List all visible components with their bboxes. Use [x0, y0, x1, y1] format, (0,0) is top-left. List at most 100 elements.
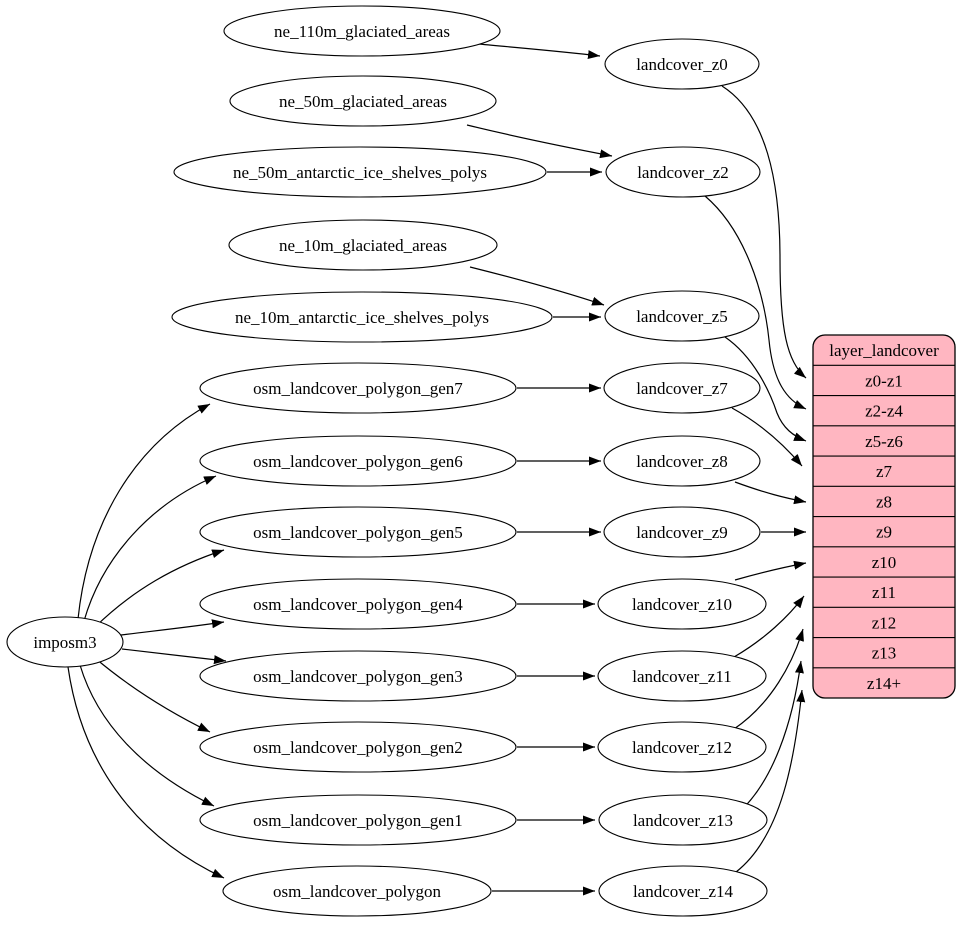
node-ne-50m-antarctic-ice-shelves-polys: ne_50m_antarctic_ice_shelves_polys [173, 146, 547, 198]
node-label: landcover_z5 [636, 307, 728, 326]
node-shape [199, 650, 517, 702]
node-label: imposm3 [33, 633, 96, 652]
node-landcover-z8: landcover_z8 [603, 435, 761, 487]
edge-ne50m-glaciated-to-z2 [466, 124, 613, 159]
node-shape [598, 865, 768, 917]
node-shape [199, 794, 517, 846]
node-shape [603, 435, 761, 487]
node-label: landcover_z8 [636, 452, 728, 471]
node-label: osm_landcover_polygon_gen2 [253, 738, 463, 757]
node-shape [199, 362, 517, 414]
node-shape [598, 794, 768, 846]
record-node-layer-landcover: layer_landcover z0-z1 z2-z4 z5-z6 z7 z8 … [812, 334, 956, 699]
node-osm-landcover-polygon-gen5: osm_landcover_polygon_gen5 [199, 506, 517, 558]
node-landcover-z2: landcover_z2 [605, 146, 761, 198]
node-shape [223, 5, 501, 57]
node-landcover-z7: landcover_z7 [603, 362, 761, 414]
node-landcover-z0: landcover_z0 [604, 38, 760, 90]
node-landcover-z13: landcover_z13 [598, 794, 768, 846]
node-label: osm_landcover_polygon_gen6 [253, 452, 463, 471]
node-shape [604, 290, 760, 342]
record-row-label: z9 [876, 523, 892, 542]
edge-group [67, 43, 807, 896]
edge-z11-to-row-z11 [733, 595, 805, 658]
node-shape [171, 291, 553, 343]
node-label: landcover_z2 [637, 163, 729, 182]
node-label: osm_landcover_polygon_gen1 [253, 811, 463, 830]
node-osm-landcover-polygon-gen1: osm_landcover_polygon_gen1 [199, 794, 517, 846]
node-label: landcover_z13 [633, 811, 733, 830]
edge-imposm3-to-gen3 [121, 648, 227, 665]
edge-z13-to-row-z13 [736, 660, 804, 815]
node-imposm3-shape [6, 616, 124, 668]
node-ne-10m-glaciated-areas: ne_10m_glaciated_areas [228, 219, 498, 271]
node-ne-10m-antarctic-ice-shelves-polys: ne_10m_antarctic_ice_shelves_polys [171, 291, 553, 343]
node-landcover-z12: landcover_z12 [597, 721, 767, 773]
node-label: ne_50m_glaciated_areas [279, 92, 447, 111]
node-shape [199, 435, 517, 487]
record-row-label: z5-z6 [865, 432, 903, 451]
node-label: ne_110m_glaciated_areas [274, 22, 450, 41]
node-label: landcover_z7 [636, 379, 728, 398]
node-osm-landcover-polygon-gen7: osm_landcover_polygon_gen7 [199, 362, 517, 414]
node-landcover-z10: landcover_z10 [597, 578, 767, 630]
edge-z12-to-row-z12 [733, 628, 804, 730]
node-shape [173, 146, 547, 198]
record-row-label: z0-z1 [865, 372, 903, 391]
node-label: landcover_z10 [632, 595, 732, 614]
edge-imposm3-to-gen2 [94, 657, 211, 733]
node-shape [597, 578, 767, 630]
edge-imposm3-to-gen4 [120, 619, 225, 636]
node-shape [605, 146, 761, 198]
edge-z7-to-row-z7 [731, 407, 803, 467]
node-shape [597, 650, 767, 702]
node-shape [199, 506, 517, 558]
node-label: ne_50m_antarctic_ice_shelves_polys [233, 163, 487, 182]
node-imposm3: imposm3 [6, 616, 124, 668]
node-shape [604, 38, 760, 90]
record-row-label: z12 [872, 613, 897, 632]
node-shape [597, 721, 767, 773]
node-label: osm_landcover_polygon_gen7 [253, 379, 463, 398]
node-label: landcover_z14 [633, 882, 734, 901]
record-row-label: z8 [876, 493, 892, 512]
edge-imposm3-to-gen5 [94, 549, 225, 628]
edge-imposm3-to-gen7 [77, 403, 211, 620]
node-landcover-z9: landcover_z9 [603, 506, 761, 558]
record-row-label: z10 [872, 553, 897, 572]
edge-z0-to-row-z0-z1 [721, 85, 807, 379]
record-row-label: z11 [872, 583, 896, 602]
node-label: landcover_z0 [636, 55, 728, 74]
node-shape [199, 721, 517, 773]
record-row-label: z2-z4 [865, 402, 903, 421]
node-label: osm_landcover_polygon [273, 882, 442, 901]
node-label: osm_landcover_polygon_gen3 [253, 667, 463, 686]
edge-ne10m-glaciated-to-z5 [469, 266, 605, 306]
node-label: landcover_z9 [636, 523, 728, 542]
node-label: osm_landcover_polygon_gen5 [253, 523, 463, 542]
edge-imposm3-to-polygon [67, 666, 225, 879]
record-row-label: z7 [876, 462, 893, 481]
edge-z5-to-row-z5-z6 [724, 336, 807, 442]
node-label: osm_landcover_polygon_gen4 [253, 595, 463, 614]
node-ne-50m-glaciated-areas: ne_50m_glaciated_areas [229, 75, 497, 127]
edge-z14-to-row-z14plus [735, 689, 806, 873]
node-label: landcover_z12 [632, 738, 732, 757]
node-landcover-z14: landcover_z14 [598, 865, 768, 917]
node-label: ne_10m_glaciated_areas [279, 236, 447, 255]
edge-z2-to-row-z2-z4 [704, 195, 807, 410]
node-landcover-z11: landcover_z11 [597, 650, 767, 702]
edge-z10-to-row-z10 [734, 560, 807, 581]
record-row-label: z13 [872, 644, 897, 663]
edge-imposm3-to-gen6 [83, 475, 217, 622]
node-osm-landcover-polygon-gen3: osm_landcover_polygon_gen3 [199, 650, 517, 702]
node-osm-landcover-polygon-gen6: osm_landcover_polygon_gen6 [199, 435, 517, 487]
edge-z8-to-row-z8 [734, 481, 807, 505]
record-title: layer_landcover [829, 341, 939, 360]
node-label: ne_10m_antarctic_ice_shelves_polys [235, 308, 489, 327]
node-shape [603, 506, 761, 558]
node-label: landcover_z11 [632, 667, 731, 686]
node-osm-landcover-polygon-gen2: osm_landcover_polygon_gen2 [199, 721, 517, 773]
